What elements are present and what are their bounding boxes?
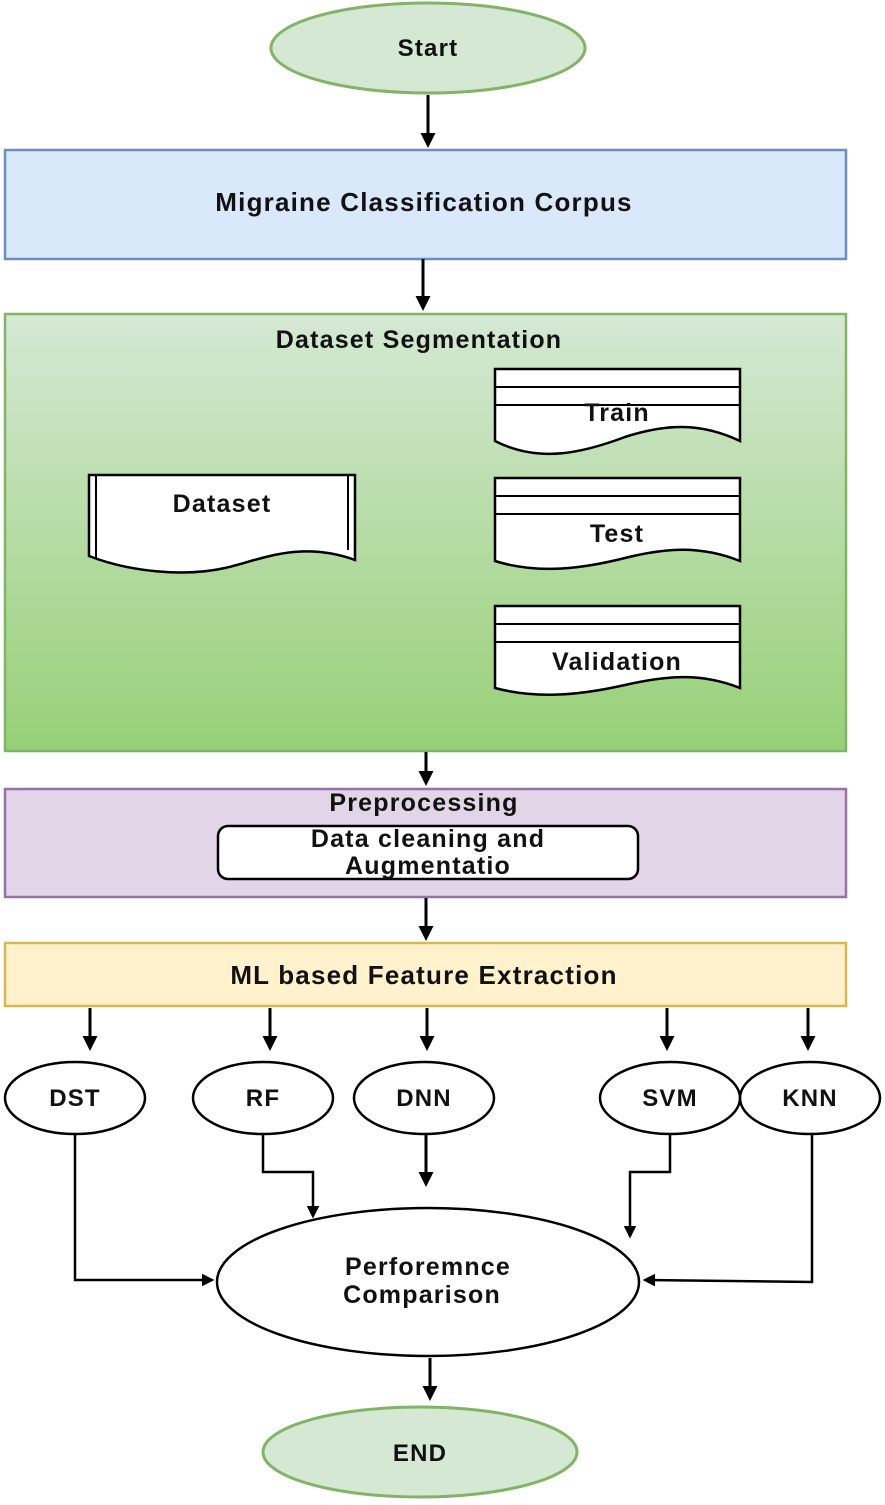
model-label-dst: DST — [49, 1085, 101, 1112]
test-label: Test — [590, 520, 644, 548]
preprocessing-line-2: Augmentatio — [345, 852, 511, 880]
model-node-knn: KNN — [738, 1060, 882, 1136]
validation-label: Validation — [552, 648, 682, 676]
preprocessing-title: Preprocessing — [329, 789, 518, 817]
train-label: Train — [584, 399, 650, 427]
model-label-svm: SVM — [642, 1085, 698, 1112]
connector-svm-to-comparison — [623, 1134, 672, 1239]
corpus-box: Migraine Classification Corpus — [3, 148, 848, 261]
segmentation-title: Dataset Segmentation — [276, 326, 563, 354]
dataset-label: Dataset — [173, 490, 272, 518]
segmentation-box: Dataset Segmentation Dataset Train Test — [3, 312, 848, 753]
model-node-dnn: DNN — [352, 1060, 496, 1136]
validation-document: Validation — [493, 604, 742, 696]
test-document: Test — [493, 476, 742, 571]
model-label-dnn: DNN — [396, 1085, 452, 1112]
feature-extraction-box: ML based Feature Extraction — [3, 941, 848, 1008]
train-document: Train — [493, 367, 742, 456]
comparison-node: Perforemnce Comparison — [215, 1206, 641, 1358]
preprocessing-inner-box — [216, 824, 640, 881]
start-terminal: Start — [269, 1, 587, 95]
model-node-svm: SVM — [598, 1060, 742, 1136]
start-label: Start — [398, 35, 459, 62]
preprocessing-line-1: Data cleaning and — [311, 825, 545, 853]
preprocessing-box: Preprocessing Data cleaning and Augmenta… — [3, 787, 848, 899]
feature-extraction-label: ML based Feature Extraction — [230, 960, 617, 990]
model-label-rf: RF — [246, 1085, 280, 1112]
comparison-line-1: Perforemnce — [345, 1253, 511, 1281]
dataset-document: Dataset — [87, 473, 357, 574]
corpus-label: Migraine Classification Corpus — [215, 187, 632, 217]
end-label: END — [393, 1440, 447, 1467]
connector-knn-to-comparison — [642, 1134, 814, 1287]
model-node-dst: DST — [3, 1060, 147, 1136]
comparison-line-2: Comparison — [343, 1281, 501, 1309]
model-node-rf: RF — [191, 1060, 335, 1136]
connector-rf-to-comparison — [261, 1134, 320, 1219]
connector-dst-to-comparison — [73, 1134, 215, 1287]
end-terminal: END — [261, 1405, 579, 1499]
model-label-knn: KNN — [782, 1085, 838, 1112]
